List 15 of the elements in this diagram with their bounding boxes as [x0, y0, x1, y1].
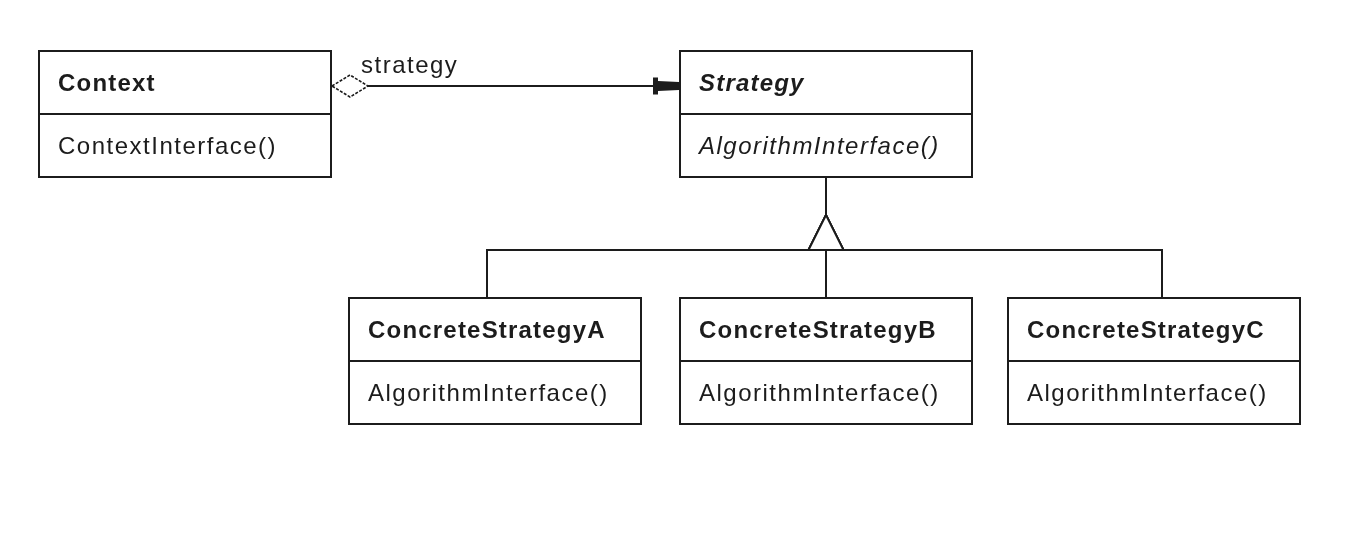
- class-box: [679, 50, 973, 178]
- class-name: ConcreteStrategyC: [1027, 314, 1265, 345]
- class-box: [38, 50, 332, 178]
- class-name: Context: [58, 67, 156, 98]
- class-name: Strategy: [699, 67, 805, 98]
- class-box: [679, 297, 973, 425]
- method-name: ContextInterface(): [58, 130, 278, 161]
- class-name: ConcreteStrategyB: [699, 314, 937, 345]
- method-name: AlgorithmInterface(): [368, 377, 609, 408]
- class-name: ConcreteStrategyA: [368, 314, 606, 345]
- class-box: [1007, 297, 1301, 425]
- method-name: AlgorithmInterface(): [699, 130, 940, 161]
- class-box: [348, 297, 642, 425]
- method-name: AlgorithmInterface(): [1027, 377, 1268, 408]
- method-name: AlgorithmInterface(): [699, 377, 940, 408]
